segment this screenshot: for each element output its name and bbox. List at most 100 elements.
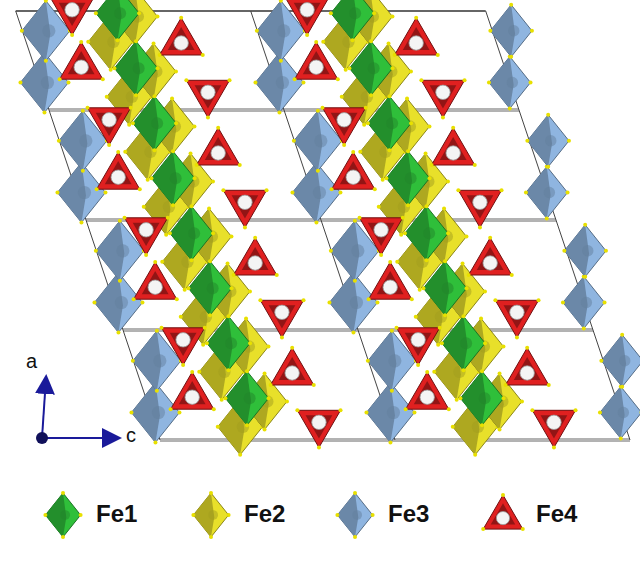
oxygen-atom: [86, 106, 90, 110]
oxygen-atom: [184, 78, 188, 82]
oxygen-atom: [410, 297, 414, 301]
oxygen-atom: [436, 343, 440, 347]
legend-octahedron: [43, 491, 82, 539]
octahedron-face: [366, 383, 414, 443]
octahedron-face: [368, 96, 411, 150]
oxygen-atom: [441, 116, 445, 120]
axis-label: c: [126, 424, 136, 447]
oxygen-atom: [207, 207, 211, 211]
oxygen-atom: [317, 446, 321, 450]
oxygen-atom: [353, 491, 357, 495]
oxygen-atom: [583, 223, 587, 227]
oxygen-atom: [529, 81, 533, 85]
fe4-tetrahedron: [58, 40, 105, 81]
oxygen-atom: [152, 148, 156, 152]
oxygen-atom: [390, 389, 394, 393]
oxygen-atom: [371, 513, 375, 517]
oxygen-atom: [211, 180, 215, 184]
oxygen-atom: [524, 191, 528, 195]
octahedron-face: [193, 493, 228, 537]
fe4-tetrahedron: [160, 326, 207, 367]
tetrahedron-inner: [142, 271, 169, 294]
oxygen-atom: [467, 273, 471, 277]
legend-swatch: [330, 490, 380, 540]
oxygen-atom: [183, 288, 187, 292]
oxygen-atom: [388, 441, 392, 445]
oxygen-atom: [129, 106, 133, 110]
iron-atom: [436, 85, 450, 99]
oxygen-atom: [401, 216, 405, 220]
fe4-tetrahedron: [358, 216, 405, 257]
iron-atom: [544, 187, 555, 198]
oxygen-atom: [137, 11, 141, 15]
tetrahedron-face: [60, 42, 103, 79]
iron-atom: [244, 392, 256, 404]
iron-atom: [211, 146, 225, 160]
oxygen-atom: [107, 143, 111, 147]
octahedron-face: [329, 273, 377, 333]
iron-atom: [133, 62, 145, 74]
oxygen-atom: [263, 372, 267, 376]
oxygen-atom: [353, 219, 357, 223]
tetrahedron-face: [369, 262, 412, 299]
oxygen-atom: [546, 165, 550, 169]
octahedron-face: [601, 335, 640, 387]
fe3-octahedron: [599, 333, 640, 389]
oxygen-atom: [245, 423, 249, 427]
oxygen-atom: [243, 226, 247, 230]
iron-atom: [446, 146, 460, 160]
oxygen-atom: [177, 411, 181, 415]
oxygen-atom: [483, 341, 487, 345]
fe4-tetrahedron: [169, 370, 216, 411]
oxygen-atom: [211, 231, 215, 235]
oxygen-atom: [508, 107, 512, 111]
octahedron-face: [225, 371, 268, 425]
oxygen-atom: [473, 453, 477, 457]
tetrahedron-face: [88, 108, 131, 145]
oxygen-atom: [263, 428, 267, 432]
fe3-octahedron: [598, 385, 640, 441]
fe3-octahedron: [525, 113, 571, 169]
oxygen-atom: [201, 343, 205, 347]
oxygen-atom: [351, 150, 355, 154]
oxygen-atom: [425, 370, 429, 374]
octahedron-shade: [96, 0, 122, 40]
oxygen-atom: [358, 216, 362, 220]
oxygen-atom: [209, 491, 213, 495]
oxygen-atom: [205, 341, 209, 345]
oxygen-atom: [379, 253, 383, 257]
oxygen-atom: [406, 203, 410, 207]
tetrahedron-inner: [179, 381, 206, 404]
fe4-tetrahedron: [123, 216, 170, 257]
oxygen-atom: [418, 288, 422, 292]
tetrahedron-face: [323, 108, 366, 145]
fe1-octahedron: [458, 369, 505, 427]
fe4-tetrahedron: [232, 236, 279, 277]
octahedron-face: [96, 0, 139, 40]
oxygen-atom: [509, 3, 513, 7]
oxygen-atom: [301, 81, 305, 85]
tetrahedron-face: [125, 218, 168, 255]
oxygen-atom: [515, 336, 519, 340]
oxygen-atom: [192, 125, 196, 129]
oxygen-atom: [421, 286, 425, 290]
oxygen-atom: [451, 425, 455, 429]
oxygen-atom: [290, 346, 294, 350]
oxygen-atom: [81, 109, 85, 113]
octahedron-face: [423, 261, 466, 315]
oxygen-atom: [158, 53, 162, 57]
oxygen-atom: [364, 106, 368, 110]
iron-atom: [507, 77, 518, 88]
iron-atom: [409, 36, 423, 50]
iron-atom: [102, 113, 116, 127]
oxygen-atom: [155, 329, 159, 333]
oxygen-atom: [461, 262, 465, 266]
oxygen-atom: [42, 111, 46, 115]
fe4-tetrahedron: [419, 78, 466, 119]
oxygen-atom: [193, 176, 197, 180]
oxygen-atom: [446, 180, 450, 184]
oxygen-atom: [253, 81, 257, 85]
oxygen-atom: [266, 345, 270, 349]
oxygen-atom: [164, 233, 168, 237]
